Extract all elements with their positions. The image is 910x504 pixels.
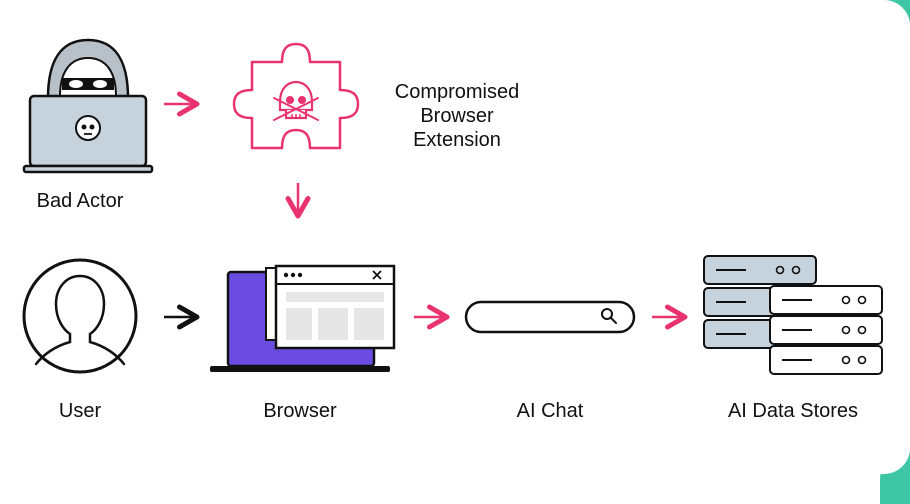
browser-icon <box>210 264 396 372</box>
browser-label: Browser <box>263 400 337 422</box>
extension-label-line-3: Extension <box>413 129 501 151</box>
extension-label-line-2: Browser <box>420 105 494 127</box>
user-icon <box>22 258 138 374</box>
extension-label: Compromised Browser Extension <box>372 80 542 152</box>
bad-actor-label: Bad Actor <box>36 190 124 212</box>
ai-data-stores-label: AI Data Stores <box>727 400 859 422</box>
puzzle-skull-icon <box>232 42 360 150</box>
ai-chat-label: AI Chat <box>516 400 584 422</box>
diagram-canvas <box>0 0 910 474</box>
user-label: User <box>58 400 102 422</box>
server-stack-icon <box>703 255 883 375</box>
diagram-svg <box>22 38 883 375</box>
extension-label-line-1: Compromised <box>394 81 520 103</box>
search-bar-icon <box>464 300 636 334</box>
hacker-icon <box>22 38 154 174</box>
